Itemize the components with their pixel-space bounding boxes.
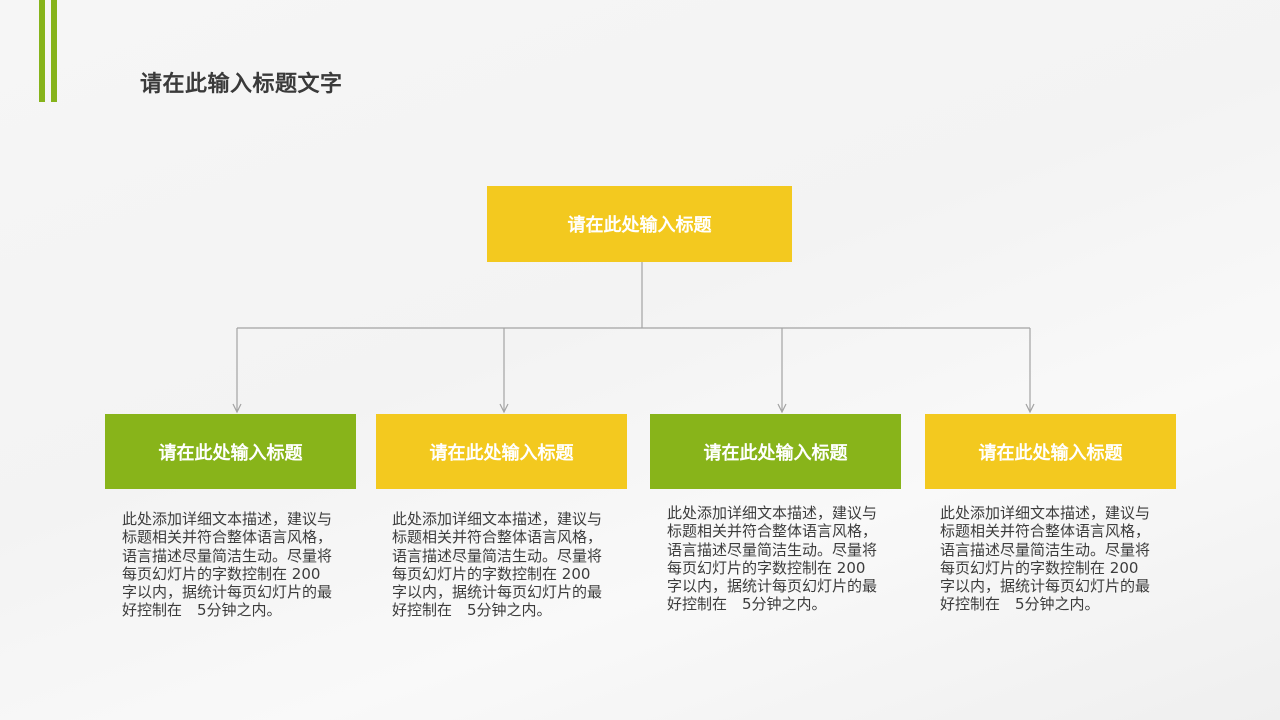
child-node-label: 请在此处输入标题 [978,442,1123,464]
child-description-3: 此处添加详细文本描述，建议与标题相关并符合整体语言风格，语言描述尽量简洁生动。尽… [667,504,878,614]
page-title: 请在此输入标题文字 [140,72,343,97]
arrow-down-icon [777,403,787,414]
child-description-1: 此处添加详细文本描述，建议与标题相关并符合整体语言风格，语言描述尽量简洁生动。尽… [122,510,333,620]
child-node-3[interactable]: 请在此处输入标题 [650,414,901,489]
root-node-label: 请在此处输入标题 [567,215,712,236]
accent-bar-right [51,0,57,102]
child-node-4[interactable]: 请在此处输入标题 [925,414,1176,489]
child-node-label: 请在此处输入标题 [158,442,303,464]
child-description-2: 此处添加详细文本描述，建议与标题相关并符合整体语言风格，语言描述尽量简洁生动。尽… [392,510,603,620]
root-node[interactable]: 请在此处输入标题 [487,186,792,262]
child-description-4: 此处添加详细文本描述，建议与标题相关并符合整体语言风格，语言描述尽量简洁生动。尽… [940,504,1151,614]
accent-bar-left [39,0,45,102]
child-node-label: 请在此处输入标题 [703,442,848,464]
child-node-label: 请在此处输入标题 [429,442,574,464]
arrow-down-icon [499,403,509,414]
arrow-down-icon [232,403,242,414]
child-node-2[interactable]: 请在此处输入标题 [376,414,627,489]
arrow-down-icon [1025,403,1035,414]
child-node-1[interactable]: 请在此处输入标题 [105,414,356,489]
